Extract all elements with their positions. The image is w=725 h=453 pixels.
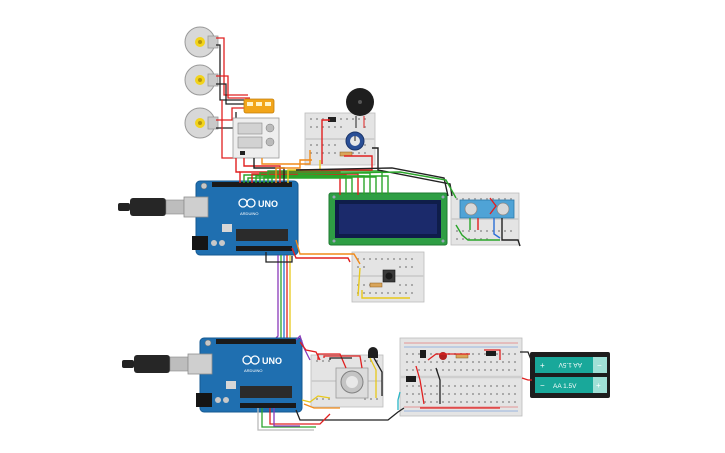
motor-driver-module[interactable] bbox=[243, 98, 275, 114]
usb-cable-bottom bbox=[122, 355, 189, 373]
arduino-maker-label: ARDUINO bbox=[240, 211, 258, 216]
battery-pack[interactable]: AA 1.5V AA 1.5V + + − − bbox=[530, 352, 610, 398]
arduino-uno-top[interactable]: UNO ARDUINO bbox=[183, 180, 299, 256]
dc-motor-3[interactable] bbox=[184, 107, 219, 139]
arduino-maker-label: ARDUINO bbox=[244, 368, 262, 373]
potentiometer-top[interactable] bbox=[345, 131, 365, 151]
lcd-16x2[interactable] bbox=[328, 192, 448, 246]
arduino-logo-icon bbox=[242, 355, 260, 365]
breadboard-large[interactable] bbox=[399, 337, 523, 417]
usb-cable-top bbox=[118, 198, 185, 216]
push-button[interactable] bbox=[382, 269, 396, 283]
temperature-sensor[interactable] bbox=[368, 347, 378, 358]
joystick-module[interactable] bbox=[335, 367, 369, 399]
battery-label-top: AA 1.5V bbox=[558, 361, 582, 368]
arduino-logo-icon bbox=[238, 198, 256, 208]
battery-plus-bottom: + bbox=[596, 381, 601, 390]
arduino-model-label: UNO bbox=[258, 199, 278, 209]
inter-board-wires bbox=[265, 252, 293, 342]
led-red[interactable] bbox=[439, 352, 447, 360]
bottom-wires bbox=[257, 334, 533, 431]
relay-board[interactable] bbox=[232, 117, 280, 159]
transistor[interactable] bbox=[420, 350, 426, 358]
battery-minus-top: − bbox=[597, 361, 602, 370]
top-wires bbox=[235, 119, 521, 299]
ultrasonic-sensor[interactable] bbox=[459, 199, 515, 219]
dc-motor-2[interactable] bbox=[184, 64, 219, 96]
diode[interactable] bbox=[486, 351, 496, 356]
battery-plus-top: + bbox=[540, 361, 545, 370]
dc-motor-1[interactable] bbox=[184, 26, 219, 58]
piezo-buzzer[interactable] bbox=[346, 88, 374, 128]
battery-label-bottom: AA 1.5V bbox=[553, 383, 577, 390]
battery-minus-bottom: − bbox=[540, 381, 545, 390]
mosfet[interactable] bbox=[406, 376, 416, 382]
arduino-model-label: UNO bbox=[262, 356, 282, 366]
arduino-uno-bottom[interactable]: UNO ARDUINO bbox=[187, 337, 303, 413]
